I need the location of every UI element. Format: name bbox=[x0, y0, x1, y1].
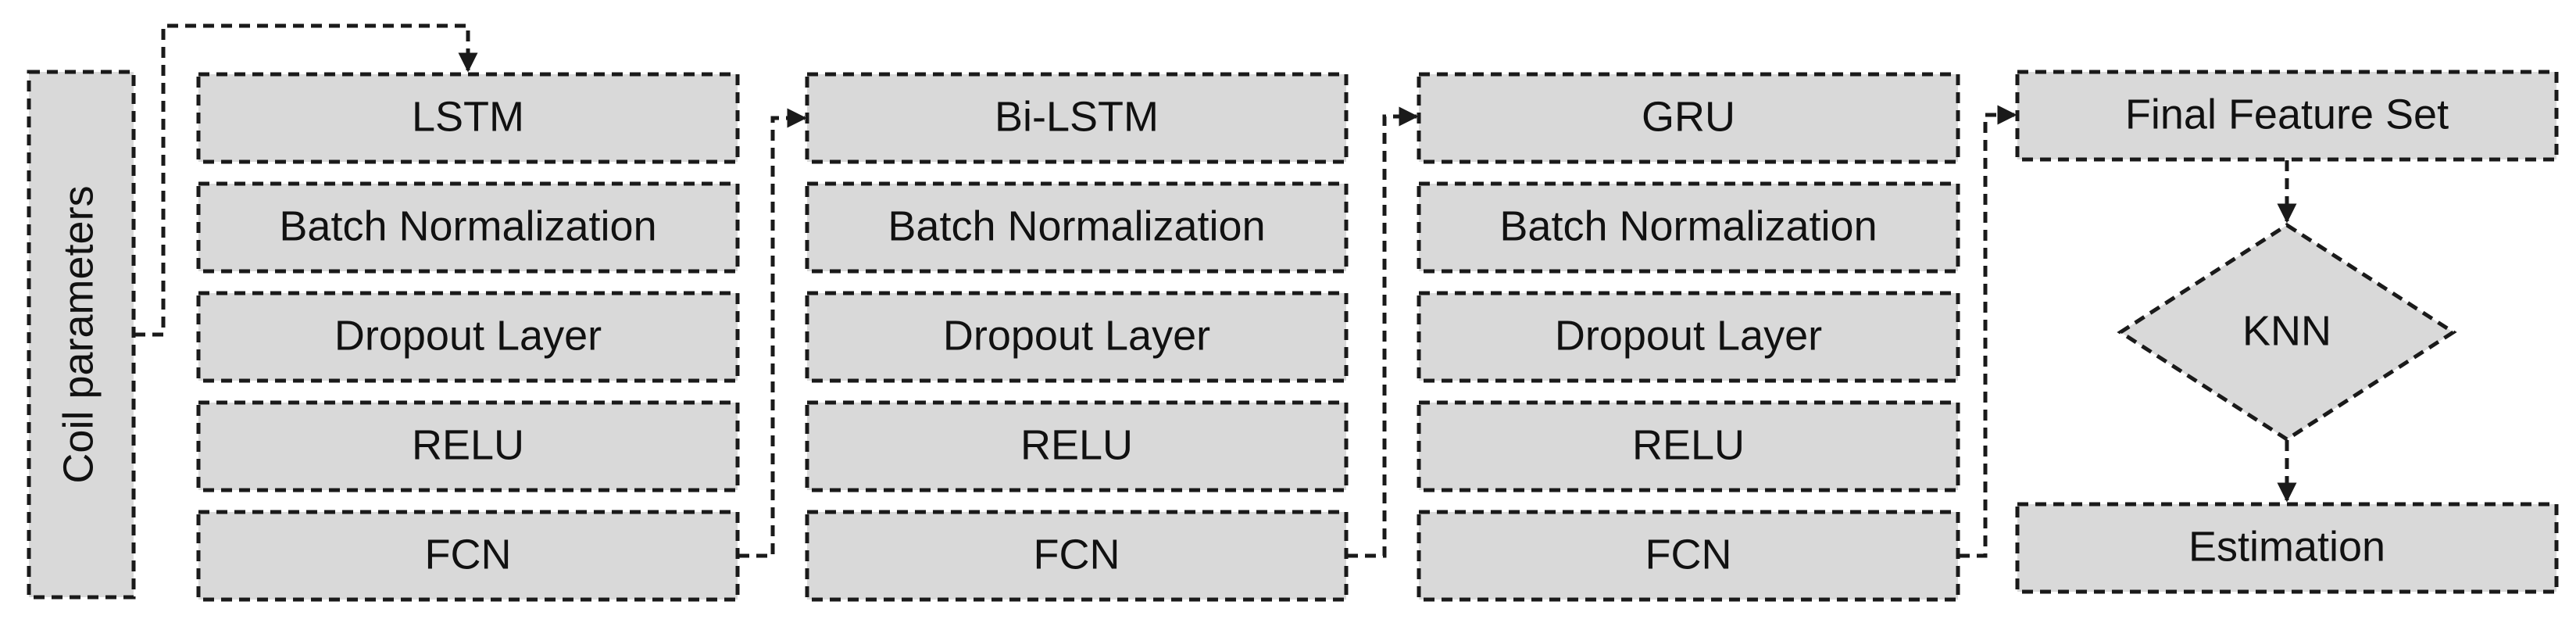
knn-label: KNN bbox=[2242, 307, 2331, 354]
dropout-box bbox=[196, 291, 740, 383]
coil-parameters-box: Coil parameters bbox=[27, 70, 136, 600]
batch-norm-label: Batch Normalization bbox=[888, 202, 1265, 249]
batch-norm-box bbox=[196, 181, 740, 274]
coil-parameters-label: Coil parameters bbox=[55, 185, 102, 483]
relu-label: RELU bbox=[412, 421, 524, 468]
fcn-label: FCN bbox=[425, 531, 512, 578]
dropout-label: Dropout Layer bbox=[1555, 312, 1822, 359]
gru-column: GRU Batch Normalization Dropout Layer RE… bbox=[1417, 72, 1960, 602]
fcn-box bbox=[805, 510, 1349, 602]
final-feature-set-label: Final Feature Set bbox=[2125, 91, 2449, 138]
batch-norm-box bbox=[1417, 181, 1960, 274]
fcn-label: FCN bbox=[1645, 531, 1732, 578]
batch-norm-label: Batch Normalization bbox=[1499, 202, 1877, 249]
connector-gru-fcn-to-feature-set bbox=[1959, 105, 2017, 558]
fcn-box bbox=[1417, 510, 1960, 602]
fcn-box bbox=[196, 510, 740, 602]
bilstm-column: Bi-LSTM Batch Normalization Dropout Laye… bbox=[805, 72, 1349, 602]
estimation-label: Estimation bbox=[2188, 523, 2385, 570]
fcn-label: FCN bbox=[1034, 531, 1120, 578]
final-feature-set-box bbox=[2015, 70, 2559, 162]
relu-label: RELU bbox=[1632, 421, 1745, 468]
lstm-layer-box bbox=[196, 72, 740, 164]
dropout-box bbox=[805, 291, 1349, 383]
dropout-box bbox=[1417, 291, 1960, 383]
relu-box bbox=[196, 400, 740, 492]
output-column: Final Feature Set KNN Estimation bbox=[2015, 70, 2559, 594]
connector-lstm-fcn-to-bilstm bbox=[738, 108, 807, 558]
batch-norm-label: Batch Normalization bbox=[279, 202, 656, 249]
bilstm-layer-box bbox=[805, 72, 1349, 164]
relu-box bbox=[805, 400, 1349, 492]
connector-bilstm-fcn-to-gru bbox=[1347, 106, 1419, 558]
bilstm-layer-label: Bi-LSTM bbox=[995, 93, 1159, 140]
lstm-layer-label: LSTM bbox=[412, 93, 524, 140]
lstm-column: LSTM Batch Normalization Dropout Layer R… bbox=[196, 72, 740, 602]
dropout-label: Dropout Layer bbox=[943, 312, 1210, 359]
gru-layer-label: GRU bbox=[1642, 93, 1735, 140]
relu-box bbox=[1417, 400, 1960, 492]
gru-layer-box bbox=[1417, 72, 1960, 164]
connector-coil-to-lstm bbox=[134, 23, 478, 337]
dropout-label: Dropout Layer bbox=[334, 312, 602, 359]
relu-label: RELU bbox=[1020, 421, 1133, 468]
knn-decision-diamond bbox=[2117, 223, 2457, 442]
estimation-box bbox=[2015, 502, 2559, 594]
batch-norm-box bbox=[805, 181, 1349, 274]
